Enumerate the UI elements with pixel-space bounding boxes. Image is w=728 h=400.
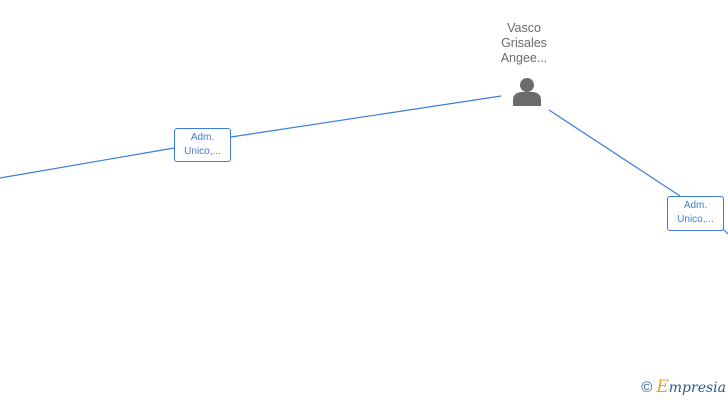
- person-name-line-2: Grisales: [501, 36, 547, 50]
- person-name-line-3: Angee...: [500, 51, 548, 65]
- person-name[interactable]: Vasco Grisales Angee...: [484, 21, 564, 66]
- role-2-line-2: Unico,...: [677, 214, 714, 225]
- edge-person-to-role-2: [548, 109, 681, 197]
- empresia-watermark: © Empresia: [641, 377, 726, 397]
- edge-role-1-to-person: [230, 95, 502, 138]
- role-node-2[interactable]: Adm. Unico,...: [667, 196, 724, 231]
- copyright-icon: ©: [641, 379, 653, 396]
- role-1-line-2: Unico,...: [184, 146, 221, 157]
- person-icon[interactable]: [511, 76, 543, 106]
- role-2-line-1: Adm.: [683, 200, 708, 211]
- brand-logo: Empresia: [656, 377, 726, 397]
- brand-rest: mpresia: [668, 380, 726, 396]
- role-node-1[interactable]: Adm. Unico,...: [174, 128, 231, 162]
- role-1-line-1: Adm.: [190, 132, 215, 143]
- edge-left-to-role-1: [0, 147, 175, 179]
- brand-initial: E: [656, 377, 669, 397]
- person-name-line-1: Vasco: [507, 21, 541, 35]
